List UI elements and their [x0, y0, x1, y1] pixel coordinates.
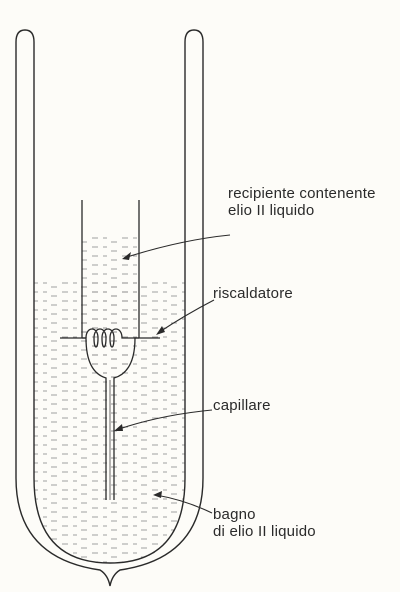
capillary-leader-arrow — [115, 409, 213, 431]
capillary-arrowhead — [114, 424, 123, 431]
container-arrowhead — [122, 252, 131, 260]
bath-label-line2: di elio II liquido — [213, 523, 316, 540]
bath-arrowhead — [153, 491, 162, 498]
bath-label-line1: bagno — [213, 506, 256, 523]
container-label-line1: recipiente contenente — [228, 185, 376, 202]
container-label-line2: elio II liquido — [228, 202, 315, 219]
container-leader-arrow — [123, 234, 231, 259]
container-label: recipiente contenente elio II liquido — [228, 185, 376, 219]
capillary-label: capillare — [213, 397, 271, 414]
heater-arrowhead — [156, 326, 165, 335]
heater-coil — [60, 328, 160, 348]
heater-label: riscaldatore — [213, 285, 293, 302]
dewar-vessel — [15, 29, 204, 587]
bath-label: bagno di elio II liquido — [213, 506, 316, 540]
